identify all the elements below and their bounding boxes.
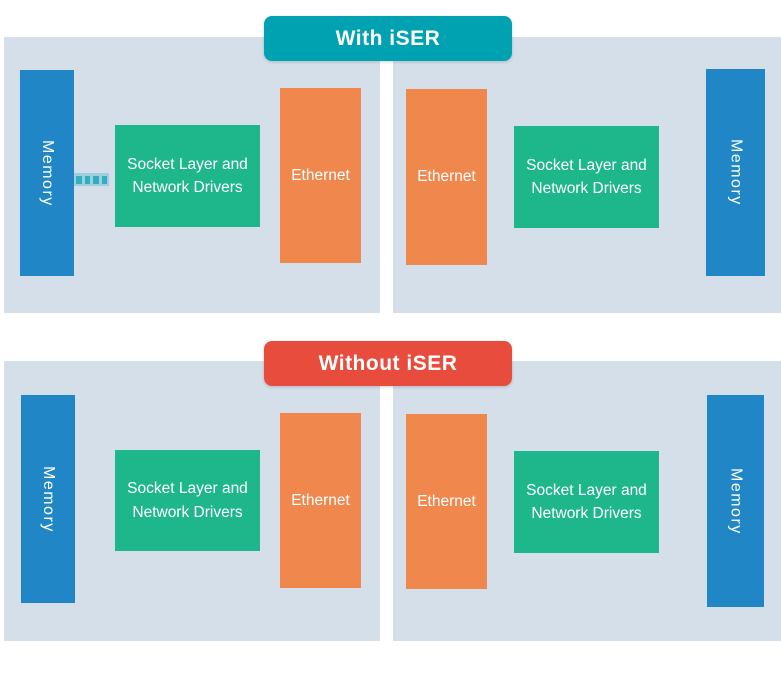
socket-layer-label: Socket Layer and Network Drivers: [127, 480, 248, 521]
without-iser-left-host-panel: Memory Socket Layer and Network Drivers …: [4, 361, 380, 641]
memory-dma-connector: [74, 173, 109, 186]
ethernet-block: Ethernet: [280, 413, 361, 588]
ethernet-block: Ethernet: [406, 89, 487, 265]
memory-label: Memory: [39, 139, 56, 207]
with-iser-right-host-panel: Ethernet Socket Layer and Network Driver…: [393, 37, 781, 313]
ethernet-block: Ethernet: [280, 88, 361, 263]
with-iser-badge: With iSER: [264, 16, 512, 61]
connector-dash-icon: [101, 175, 107, 184]
without-iser-badge-label: Without iSER: [318, 351, 458, 375]
socket-layer-label: Socket Layer and Network Drivers: [526, 156, 647, 197]
memory-block: Memory: [20, 70, 74, 276]
memory-block: Memory: [706, 69, 765, 276]
memory-block: Memory: [707, 395, 764, 607]
socket-layer-block: Socket Layer and Network Drivers: [115, 450, 260, 551]
ethernet-label: Ethernet: [291, 166, 350, 184]
socket-layer-block: Socket Layer and Network Drivers: [514, 451, 659, 553]
memory-block: Memory: [21, 395, 75, 603]
ethernet-label: Ethernet: [417, 492, 476, 510]
socket-layer-block: Socket Layer and Network Drivers: [115, 125, 260, 227]
without-iser-badge: Without iSER: [264, 341, 512, 386]
with-iser-left-host-panel: Memory Socket Layer and Network Drivers …: [4, 37, 380, 313]
ethernet-label: Ethernet: [417, 168, 476, 185]
ethernet-label: Ethernet: [291, 491, 350, 509]
with-iser-badge-label: With iSER: [335, 26, 441, 50]
connector-dash-icon: [84, 175, 90, 184]
connector-dash-icon: [93, 175, 99, 184]
memory-label: Memory: [727, 139, 745, 206]
memory-label: Memory: [40, 465, 57, 533]
socket-layer-block: Socket Layer and Network Drivers: [514, 126, 659, 228]
connector-dash-icon: [76, 175, 82, 184]
socket-layer-label: Socket Layer and Network Drivers: [127, 155, 248, 196]
ethernet-block: Ethernet: [406, 414, 487, 589]
memory-label: Memory: [727, 467, 745, 535]
socket-layer-label: Socket Layer and Network Drivers: [526, 481, 647, 522]
without-iser-right-host-panel: Ethernet Socket Layer and Network Driver…: [393, 361, 781, 641]
